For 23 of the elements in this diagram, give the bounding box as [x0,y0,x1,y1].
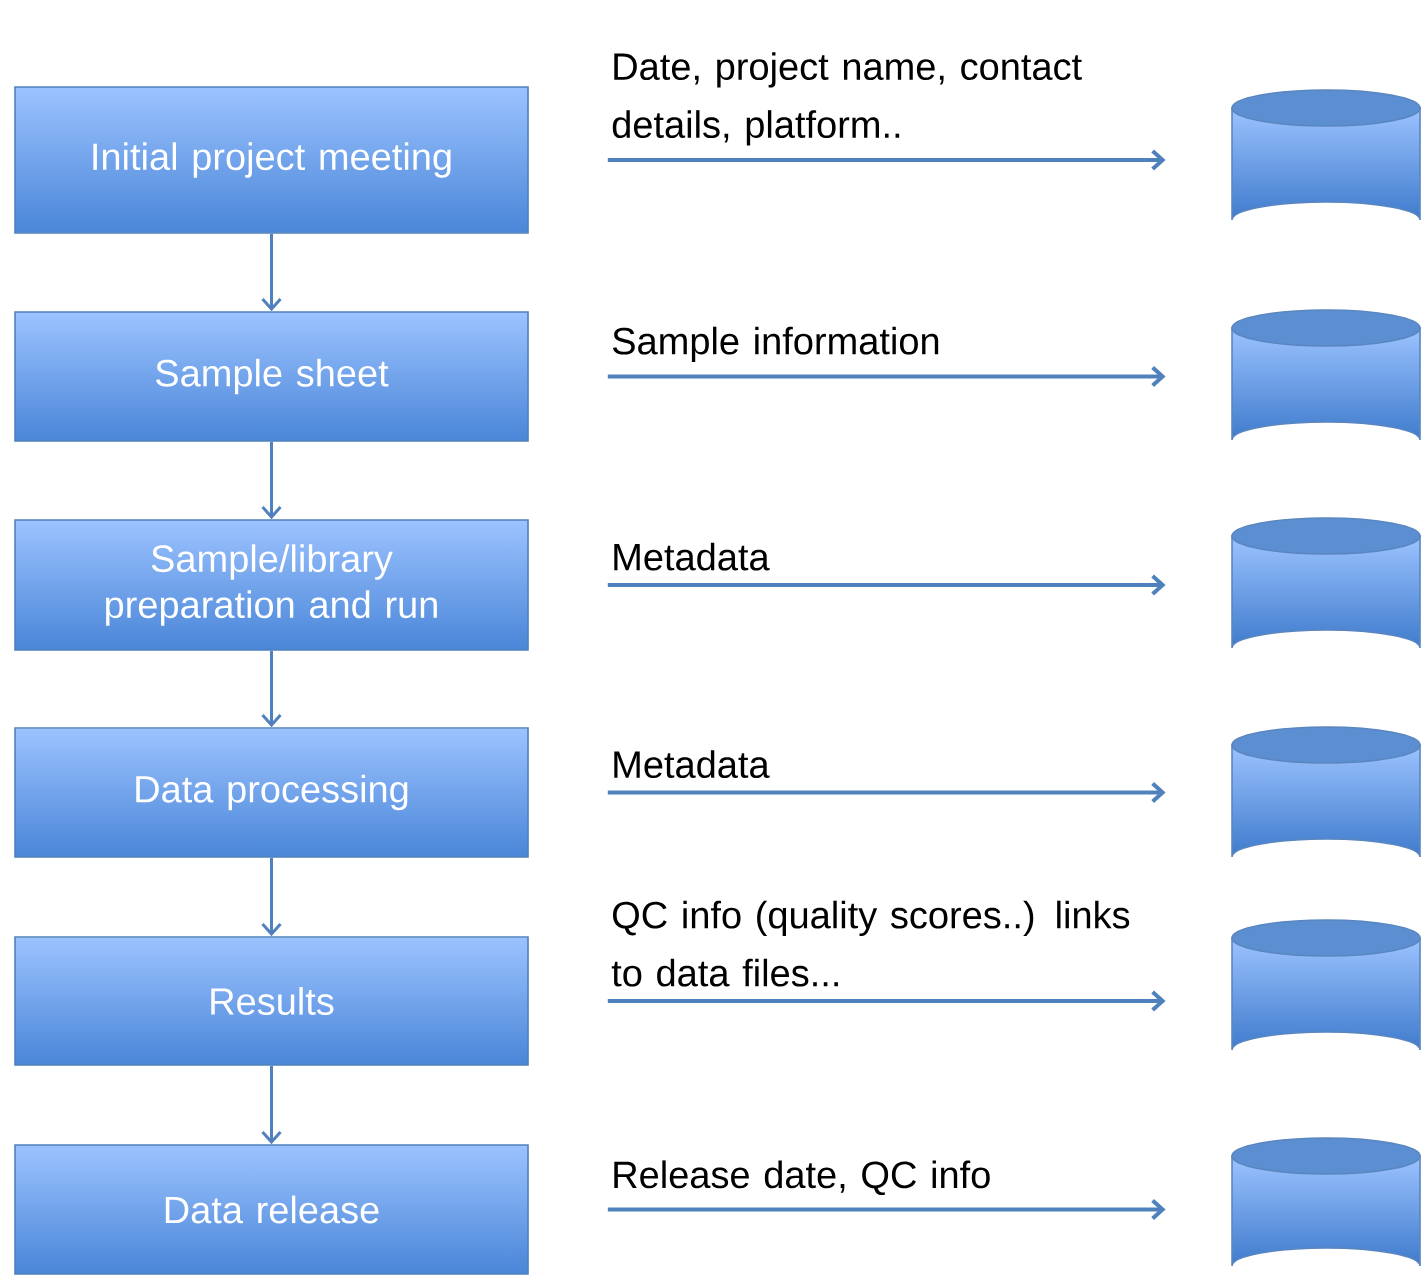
edge-label: Release date, QC info [614,1160,990,1196]
process-box: Results [14,936,529,1066]
arrow [607,782,1166,803]
arrow [607,366,1166,387]
arrow [261,650,282,728]
arrow [261,857,282,937]
process-box: Sample/library preparation and run [14,519,529,651]
process-box: Initial project meeting [14,86,529,234]
edge-label: Metadata [614,542,770,571]
arrow [607,574,1166,596]
arrow [607,149,1166,171]
edge-label: Metadata [614,750,770,779]
arrow [261,1065,282,1145]
arrow [261,441,282,520]
process-box: Data release [14,1144,529,1275]
arrow [261,233,282,312]
process-box: Data processing [14,727,529,858]
arrow [607,990,1166,1012]
edge-label: Date, project name, contact details, platform.. [612,52,1082,146]
process-box: Sample sheet [14,311,529,442]
arrow [607,1199,1166,1220]
edge-label: QC info (quality scores..) links to data files... [611,900,1130,987]
edge-label: Sample information [612,326,939,363]
